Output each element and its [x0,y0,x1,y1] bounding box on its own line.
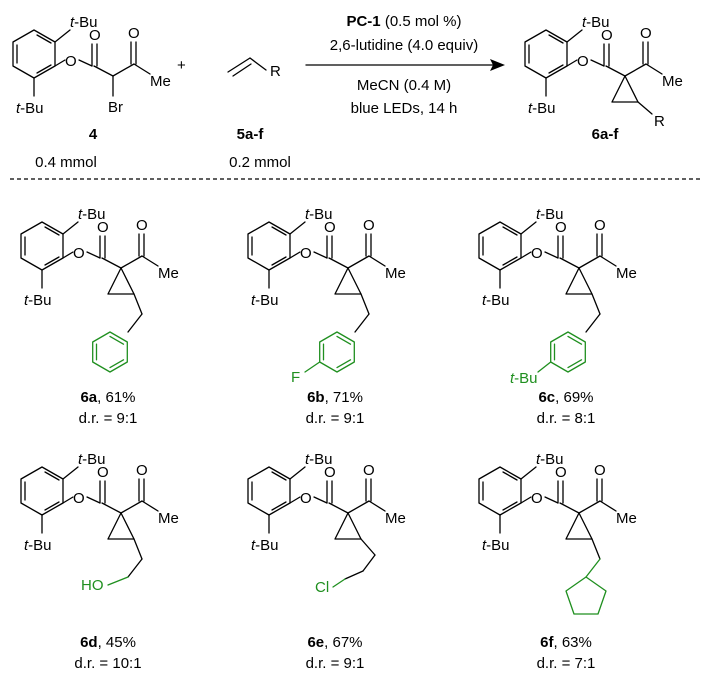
tbu-label-bottom: t-Bu [16,100,44,117]
fluoro-label: F [291,369,300,386]
tbu-label-top: t-Bu [70,14,98,31]
cyclopropane-ring [565,267,593,295]
hydroxy-label: HO [81,577,104,594]
carbonyl-oxygen: O [324,219,336,236]
base-line: 2,6-lutidine (4.0 equiv) [330,37,478,54]
ketone-oxygen: O [594,462,606,479]
cyclopropane-ring [334,512,362,540]
tbu-label-bottom: t-Bu [482,292,510,309]
ester-oxygen: O [73,490,85,507]
methyl-label: Me [158,265,179,282]
conditions-line: blue LEDs, 14 h [351,100,458,117]
tbu-label-bottom: t-Bu [251,537,279,554]
svg-text:t-Bu: t-Bu [528,100,556,117]
product-label: 6a-f [592,126,620,143]
cyclopropane-ring [334,267,362,295]
substrate-amount: 0.4 mmol [35,154,97,171]
carbonyl-oxygen: O [97,219,109,236]
cyclopropane-ring [565,512,593,540]
product-yield: 6e, 67% [307,634,362,651]
tbu-label-top: t-Bu [536,206,564,223]
alkene-label: 5a-f [237,126,265,143]
product-yield: 6d, 45% [80,634,136,651]
svg-text:Me: Me [662,73,683,90]
cyclopropane-ring [107,267,135,295]
methyl-label: Me [150,73,171,90]
svg-text:O: O [640,25,652,42]
product-yield: 6c, 69% [538,389,593,406]
tbu-label-top: t-Bu [305,206,333,223]
phenyl-ring [92,331,128,373]
ketone-oxygen: O [363,217,375,234]
methyl-label: Me [616,265,637,282]
carbonyl-oxygen: O [89,27,101,44]
svg-text:O: O [577,53,589,70]
cyclopentane-ring [565,576,607,615]
tbu-label-top: t-Bu [536,451,564,468]
ester-oxygen: O [300,245,312,262]
alkene-amount: 0.2 mmol [229,154,291,171]
ketone-oxygen: O [594,217,606,234]
product-dr: d.r. = 7:1 [537,655,596,672]
ketone-oxygen: O [128,25,140,42]
product-yield: 6b, 71% [307,389,363,406]
methyl-label: Me [616,510,637,527]
ester-oxygen: O [531,490,543,507]
tbu-label-bottom: t-Bu [24,292,52,309]
ester-oxygen: O [65,53,77,70]
solvent-line: MeCN (0.4 M) [357,77,451,94]
r-group-label: R [270,63,281,80]
tbu-label-top: t-Bu [78,451,106,468]
ketone-oxygen: O [136,217,148,234]
product-yield: 6a, 61% [80,389,135,406]
ester-oxygen: O [73,245,85,262]
reaction-arrow [305,59,505,71]
bromine-label: Br [108,99,123,116]
plus-sign: + [177,57,186,74]
methyl-label: Me [385,510,406,527]
tbu-label-bottom: t-Bu [24,537,52,554]
product-dr: d.r. = 9:1 [306,410,365,427]
tert-butyl-label: t-Bu [510,370,538,387]
alkene-5: R [227,57,281,80]
product-6-general: t-Bu t-Bu O O O Me R [524,14,683,130]
ester-oxygen: O [531,245,543,262]
carbonyl-oxygen: O [97,464,109,481]
methyl-label: Me [158,510,179,527]
cyclopropane-ring [107,512,135,540]
catalyst-line: PC-1 (0.5 mol %) [346,13,461,30]
tbu-label-bottom: t-Bu [251,292,279,309]
carbonyl-oxygen: O [555,219,567,236]
svg-text:t-Bu: t-Bu [582,14,610,31]
product-dr: d.r. = 8:1 [537,410,596,427]
product-dr: d.r. = 10:1 [74,655,141,672]
carbonyl-oxygen: O [555,464,567,481]
ester-oxygen: O [300,490,312,507]
svg-text:O: O [601,27,613,44]
svg-text:R: R [654,113,665,130]
product-dr: d.r. = 9:1 [306,655,365,672]
tbu-label-top: t-Bu [305,451,333,468]
chloro-label: Cl [315,579,329,596]
ketone-oxygen: O [363,462,375,479]
methyl-label: Me [385,265,406,282]
product-yield: 6f, 63% [540,634,592,651]
aryl-ring [12,29,56,79]
substrate-4: t-Bu t-Bu O O Br O Me [12,14,171,117]
carbonyl-oxygen: O [324,464,336,481]
ketone-oxygen: O [136,462,148,479]
substrate-label: 4 [89,126,98,143]
tbu-label-top: t-Bu [78,206,106,223]
tbu-label-bottom: t-Bu [482,537,510,554]
product-dr: d.r. = 9:1 [79,410,138,427]
